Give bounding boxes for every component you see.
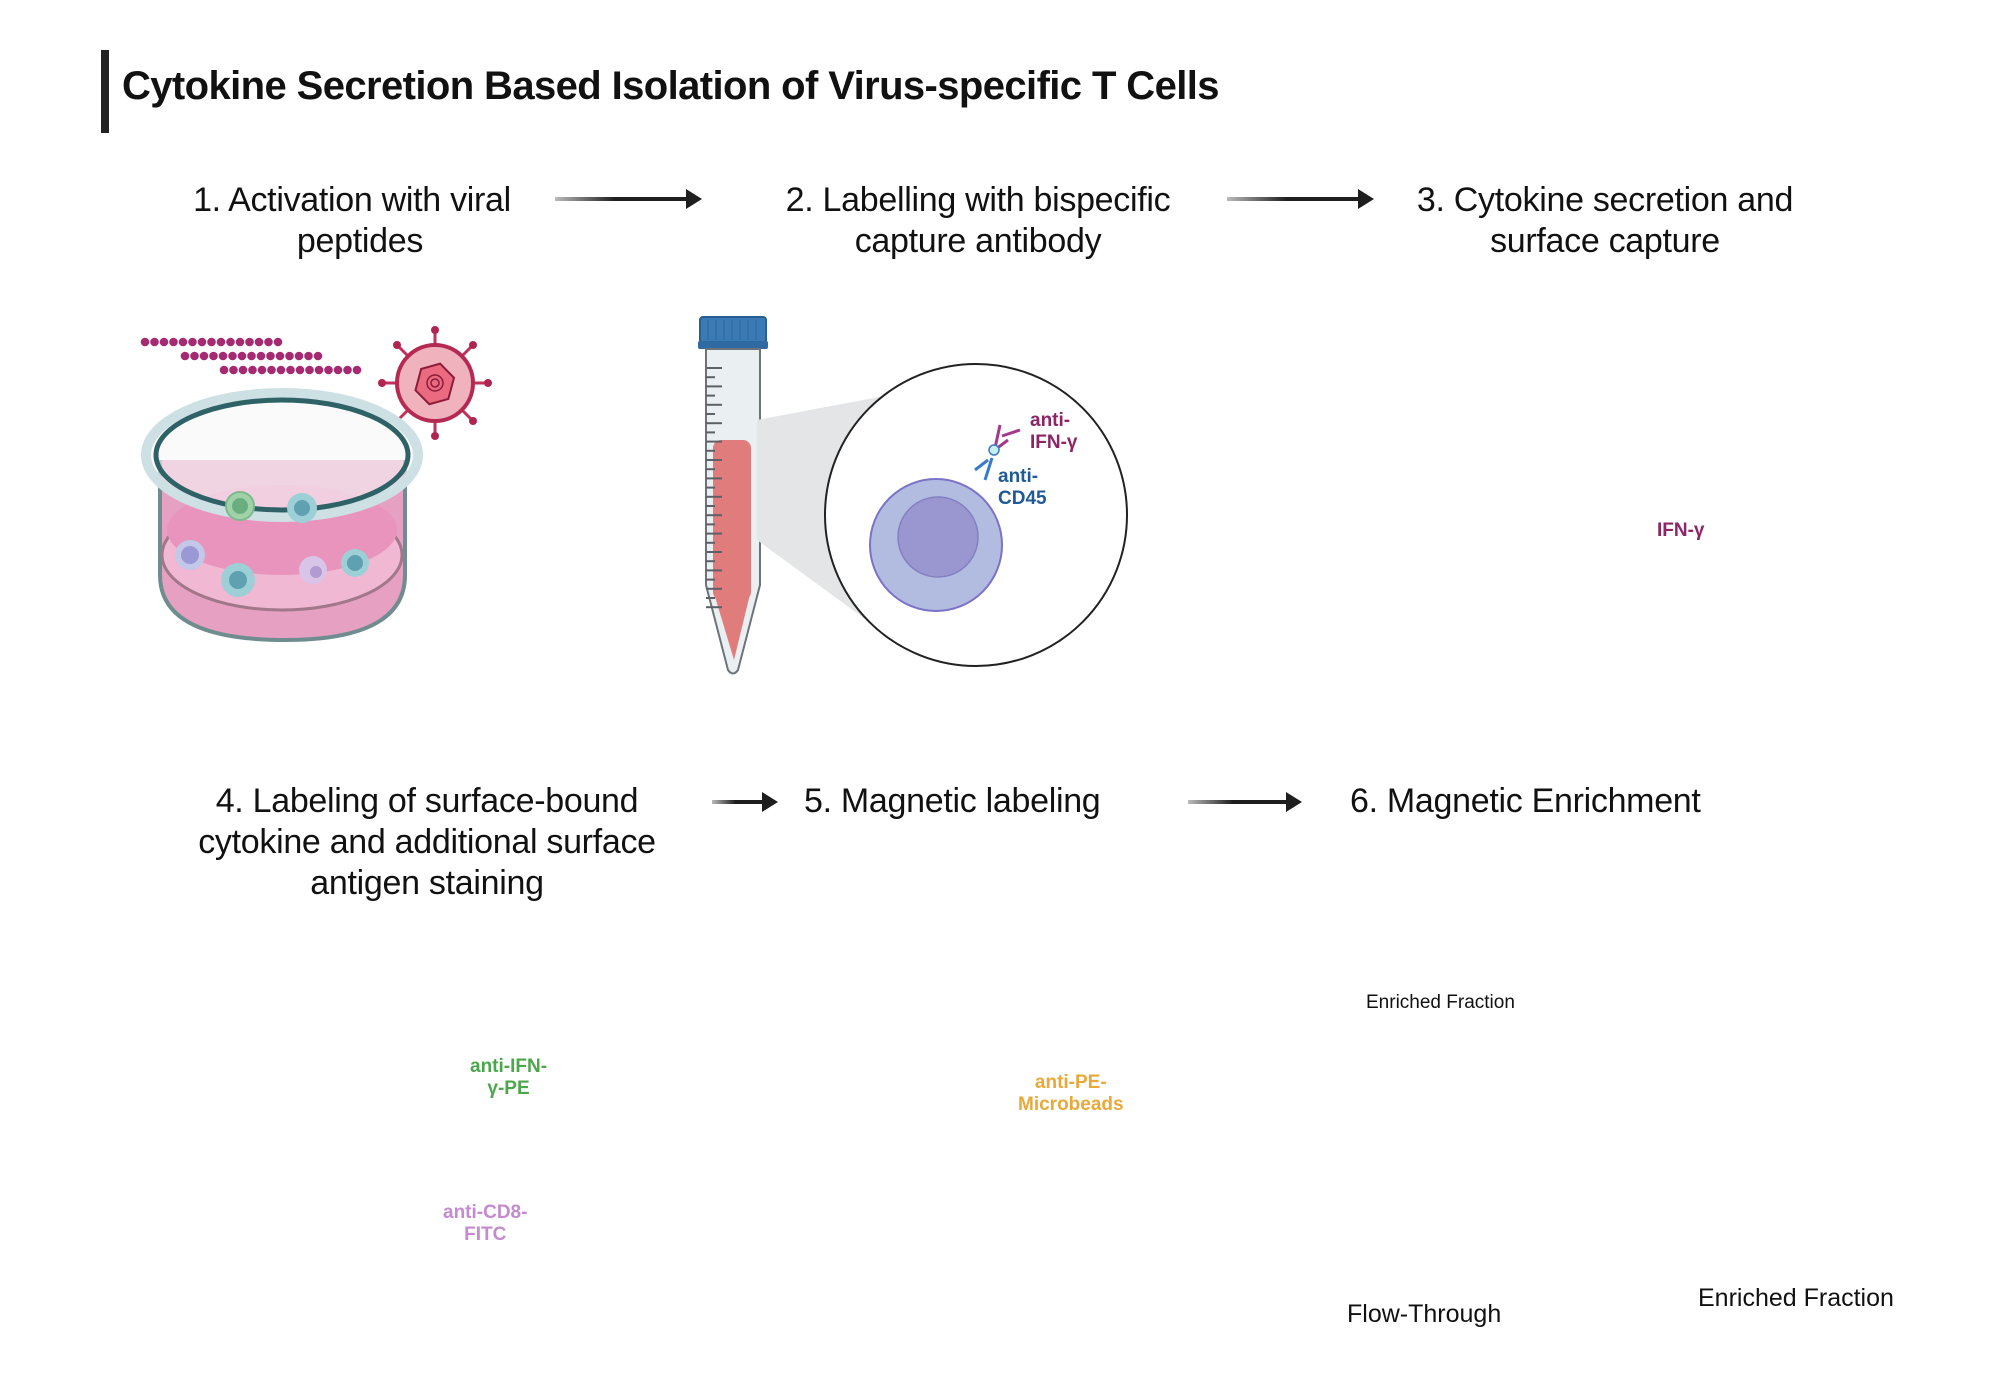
peptide-bead xyxy=(267,365,276,375)
peptide-bead xyxy=(150,337,159,347)
peptide-bead xyxy=(314,365,324,375)
peptide-bead xyxy=(247,351,256,361)
step-3-line-2: surface capture xyxy=(1490,222,1720,260)
peptide-bead xyxy=(343,365,352,375)
label-line: Microbeads xyxy=(1018,1094,1124,1115)
peptide-bead xyxy=(276,365,286,375)
step-5-line-1: 5. Magnetic labeling xyxy=(804,782,1101,820)
peptide-bead xyxy=(235,337,245,347)
arrow-5-to-6 xyxy=(1188,792,1302,812)
peptide-bead xyxy=(286,365,295,375)
peptide-bead xyxy=(294,351,304,361)
label-line: anti-IFN- xyxy=(470,1056,548,1077)
peptide-bead xyxy=(207,337,216,347)
peptide-bead xyxy=(256,351,266,361)
peptide-bead xyxy=(197,337,207,347)
peptide-bead xyxy=(305,365,314,375)
arrow-4-to-5 xyxy=(712,792,778,812)
step-1-line-1: 1. Activation with viral xyxy=(193,181,511,219)
peptide-bead xyxy=(273,337,283,347)
step-4-line-2: cytokine and additional surface xyxy=(198,823,656,861)
peptide-bead xyxy=(333,365,343,375)
step-6-line-1: 6. Magnetic Enrichment xyxy=(1350,782,1701,820)
peptide-bead xyxy=(218,351,228,361)
peptide-bead xyxy=(140,337,150,347)
peptide-bead xyxy=(228,351,237,361)
dish-cells xyxy=(175,491,369,597)
step-2-heading: 2. Labelling with bispecific capture ant… xyxy=(760,180,1196,262)
step-1-line-2: peptides xyxy=(296,222,424,260)
anti-cd45-label: anti- CD45 xyxy=(998,466,1047,510)
peptide-bead xyxy=(264,337,273,347)
peptide-bead xyxy=(313,351,323,361)
label-line: anti-CD8- xyxy=(443,1202,528,1223)
peptide-bead xyxy=(219,365,229,375)
zoom-enriched-fraction-label: Enriched Fraction xyxy=(1366,992,1515,1013)
peptide-bead xyxy=(199,351,209,361)
step-2-line-1: 2. Labelling with bispecific xyxy=(785,181,1171,219)
peptide-bead xyxy=(216,337,226,347)
peptide-bead xyxy=(180,351,190,361)
step-4-line-1: 4. Labeling of surface-bound xyxy=(215,782,639,820)
anti-ifn-gamma-pe-label: anti-IFN- γ-PE xyxy=(470,1056,547,1100)
peptide-bead xyxy=(304,351,313,361)
step-4-heading: 4. Labeling of surface-bound cytokine an… xyxy=(172,781,682,904)
label-line: anti- xyxy=(998,466,1039,487)
peptide-bead xyxy=(188,337,197,347)
peptide-bead xyxy=(178,337,188,347)
step-5-heading: 5. Magnetic labeling xyxy=(804,781,1101,822)
label-line: IFN-γ xyxy=(1030,432,1078,453)
step-3-line-1: 3. Cytokine secretion and xyxy=(1416,181,1794,219)
figure-title: Cytokine Secretion Based Isolation of Vi… xyxy=(122,64,1220,108)
anti-cd8-fitc-label: anti-CD8- FITC xyxy=(443,1202,527,1246)
anti-pe-microbeads-label: anti-PE- Microbeads xyxy=(1018,1072,1124,1116)
peptide-bead xyxy=(285,351,294,361)
peptide-bead xyxy=(248,365,257,375)
label-line: anti-PE- xyxy=(1034,1072,1107,1093)
label-line: CD45 xyxy=(998,488,1047,509)
peptide-bead xyxy=(169,337,178,347)
tube-graduations xyxy=(706,367,722,609)
step-2-line-2: capture antibody xyxy=(854,222,1102,260)
peptide-bead xyxy=(352,365,362,375)
tube-liquid xyxy=(713,440,751,600)
peptide-bead xyxy=(257,365,267,375)
arrow-1-to-2 xyxy=(555,189,702,209)
step-3-heading: 3. Cytokine secretion and surface captur… xyxy=(1395,180,1815,262)
step-1-heading: 1. Activation with viral peptides xyxy=(147,180,557,262)
anti-ifn-gamma-label: anti- IFN-γ xyxy=(1030,410,1078,454)
ifn-gamma-label: IFN-γ xyxy=(1657,520,1705,541)
enriched-fraction-label: Enriched Fraction xyxy=(1698,1284,1894,1312)
t-cell-icon xyxy=(869,478,1003,612)
peptide-bead xyxy=(159,337,169,347)
peptide-bead xyxy=(229,365,238,375)
arrow-2-to-3 xyxy=(1227,189,1374,209)
title-accent-bar xyxy=(101,50,109,133)
peptide-bead xyxy=(324,365,333,375)
peptide-bead xyxy=(295,365,305,375)
step-4-line-3: antigen staining xyxy=(310,864,544,902)
label-line: γ-PE xyxy=(487,1078,530,1099)
peptide-bead xyxy=(237,351,247,361)
step-6-heading: 6. Magnetic Enrichment xyxy=(1350,781,1701,822)
peptide-chain-icon xyxy=(140,337,362,375)
peptide-bead xyxy=(209,351,218,361)
peptide-bead xyxy=(275,351,285,361)
label-line: FITC xyxy=(464,1224,507,1245)
petri-dish-icon xyxy=(141,388,423,643)
peptide-bead xyxy=(190,351,199,361)
peptide-bead xyxy=(226,337,235,347)
peptide-bead xyxy=(245,337,254,347)
peptide-bead xyxy=(266,351,275,361)
peptide-bead xyxy=(254,337,264,347)
virus-icon xyxy=(378,326,492,440)
peptide-bead xyxy=(238,365,248,375)
label-line: anti- xyxy=(1030,410,1071,431)
bispecific-antibody-icon xyxy=(974,424,1021,481)
flow-through-label: Flow-Through xyxy=(1347,1300,1502,1328)
